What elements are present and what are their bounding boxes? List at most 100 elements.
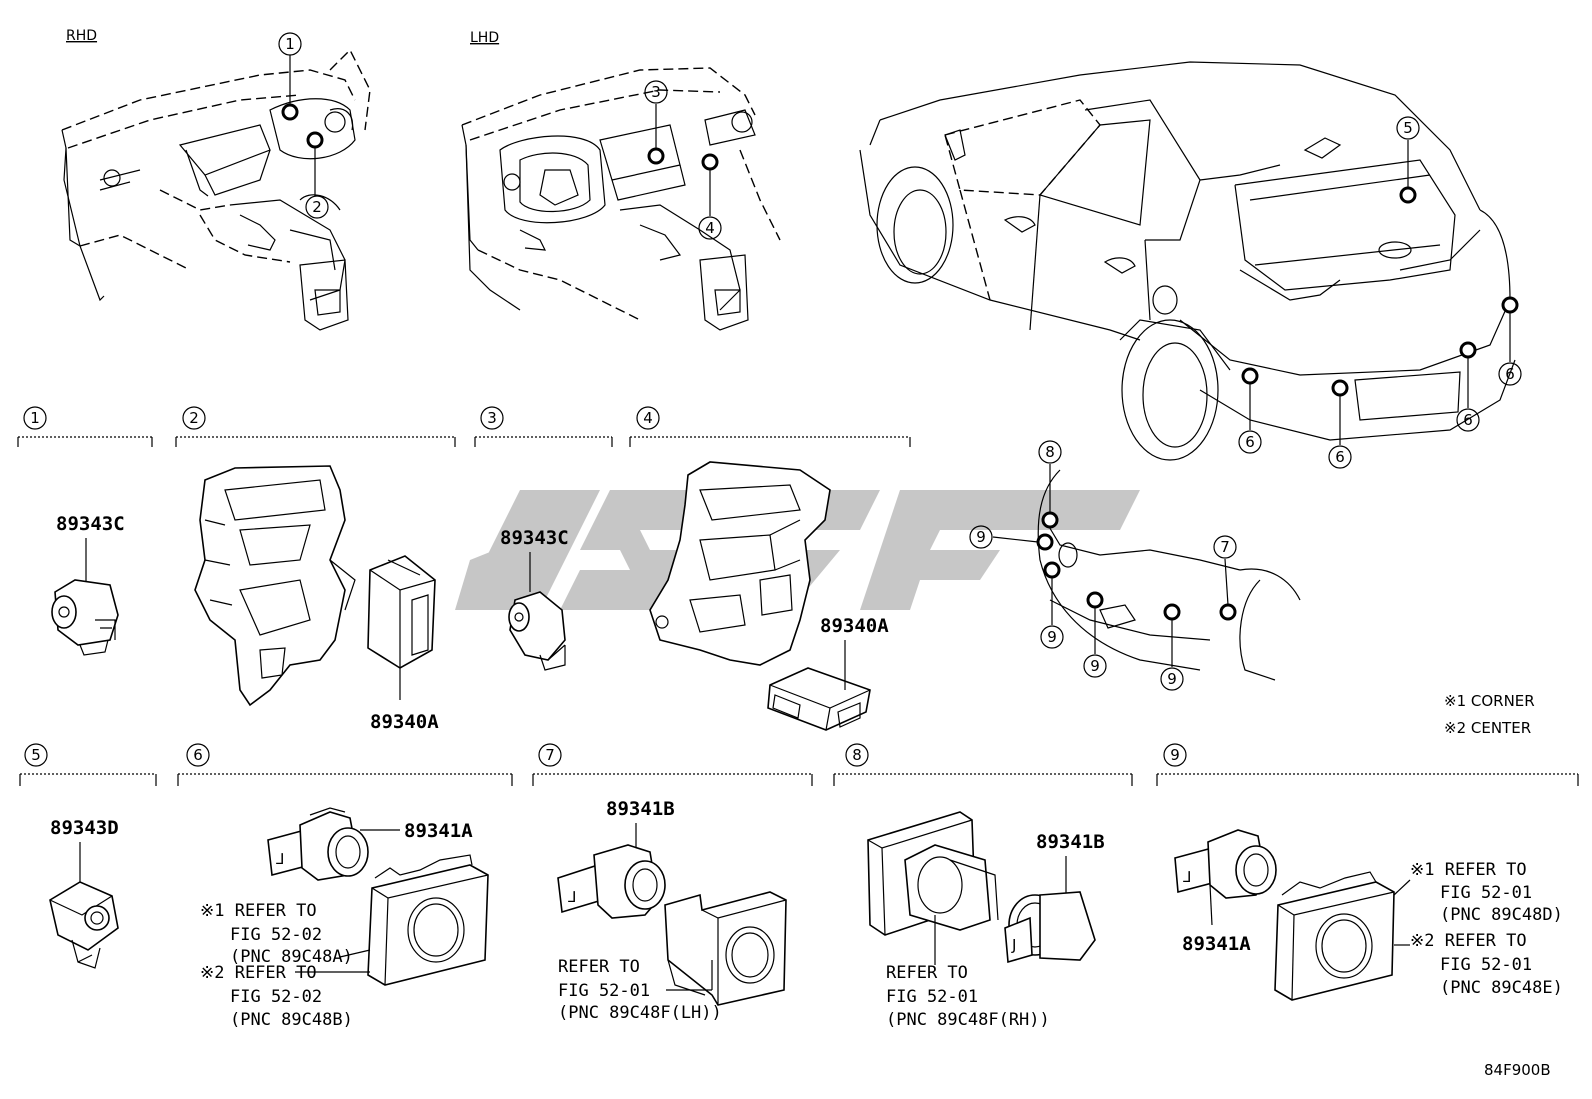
section-7-part-number: 89341B: [606, 798, 675, 820]
section-1-part-number: 89343C: [56, 513, 125, 535]
svg-text:FIG 52-01: FIG 52-01: [558, 981, 650, 1001]
legend-center: ※2 CENTER: [1444, 719, 1531, 737]
section-5-bracket: 5: [19, 743, 157, 786]
svg-text:FIG 52-01: FIG 52-01: [1440, 955, 1532, 975]
svg-text:8: 8: [1045, 443, 1055, 461]
bumper-sensor-9b: [1043, 561, 1061, 579]
section-9-part-sensor: ⅃: [1174, 829, 1277, 899]
svg-text:2: 2: [189, 409, 199, 427]
rhd-dashboard-illustration: [61, 48, 371, 331]
callout-6-car-d: 6: [1498, 362, 1522, 386]
callout-9-bumper-c: 9: [1083, 654, 1107, 678]
rhd-location-2-marker: [306, 131, 324, 149]
section-9-note-1: ※1 REFER TO FIG 52-01 (PNC 89C48D): [1393, 860, 1563, 925]
section-6-part-bezel: [367, 854, 489, 986]
car-sensor-corner-right: [1501, 296, 1519, 314]
svg-text:5: 5: [1403, 119, 1413, 137]
section-2-part-module: [367, 555, 436, 669]
section-9-part-number: 89341A: [1182, 933, 1251, 955]
svg-text:⅃: ⅃: [276, 850, 284, 868]
svg-text:※2 REFER TO: ※2 REFER TO: [200, 963, 317, 983]
svg-text:8: 8: [852, 746, 862, 764]
bumper-sensor-9c: [1086, 591, 1104, 609]
svg-text:⅃: ⅃: [1183, 868, 1191, 886]
svg-text:5: 5: [31, 746, 41, 764]
callout-6-car-b: 6: [1328, 445, 1352, 469]
section-6-note-2: ※2 REFER TO FIG 52-02 (PNC 89C48B): [200, 963, 370, 1030]
section-8-bracket: 8: [833, 743, 1133, 786]
svg-text:(PNC 89C48A): (PNC 89C48A): [230, 947, 353, 967]
svg-text:REFER TO: REFER TO: [886, 963, 968, 983]
callout-5-top: 5: [1396, 116, 1420, 140]
section-4-part-number: 89340A: [820, 615, 889, 637]
svg-text:(PNC 89C48F(RH)): (PNC 89C48F(RH)): [886, 1010, 1050, 1030]
svg-text:FIG 52-02: FIG 52-02: [230, 925, 322, 945]
section-1-bracket: 1: [17, 406, 153, 447]
section-3-bracket: 3: [474, 406, 613, 447]
section-5-part-number: 89343D: [50, 817, 119, 839]
svg-text:FIG 52-01: FIG 52-01: [1440, 883, 1532, 903]
svg-text:(PNC 89C48F(LH)): (PNC 89C48F(LH)): [558, 1003, 722, 1023]
svg-text:(PNC 89C48D): (PNC 89C48D): [1440, 905, 1563, 925]
section-9-bracket: 9: [1156, 743, 1579, 786]
legend-corner: ※1 CORNER: [1444, 692, 1535, 710]
section-3-part-sensor: [508, 591, 566, 671]
svg-text:6: 6: [1335, 448, 1345, 466]
svg-text:3: 3: [487, 409, 497, 427]
section-5-part-sensor: [49, 881, 119, 969]
section-8-note: REFER TO FIG 52-01 (PNC 89C48F(RH)): [886, 963, 1050, 1030]
section-9-part-bezel: [1274, 871, 1395, 1001]
svg-text:9: 9: [1090, 657, 1100, 675]
svg-text:※1 REFER TO: ※1 REFER TO: [1410, 860, 1527, 880]
svg-text:FIG 52-01: FIG 52-01: [886, 987, 978, 1007]
section-7-part-bezel: [664, 891, 787, 1006]
car-sensor-corner-left: [1241, 367, 1259, 385]
lhd-location-4-marker: [701, 153, 719, 171]
svg-text:6: 6: [1463, 411, 1473, 429]
rhd-header: RHD: [66, 28, 97, 44]
section-6-note-1: ※1 REFER TO FIG 52-02 (PNC 89C48A): [200, 901, 371, 967]
svg-text:REFER TO: REFER TO: [558, 957, 640, 977]
section-2-part-number: 89340A: [370, 711, 439, 733]
svg-text:9: 9: [976, 528, 986, 546]
lhd-location-3-marker: [647, 147, 665, 165]
svg-text:3: 3: [651, 83, 661, 101]
section-6-part-number: 89341A: [404, 820, 473, 842]
section-7-bracket: 7: [532, 743, 813, 786]
section-1-part-sensor: [51, 579, 119, 656]
callout-8-bumper: 8: [1038, 440, 1062, 464]
callout-3-top: 3: [644, 80, 668, 104]
callout-9-bumper-d: 9: [1160, 667, 1184, 691]
section-2-bracket: 2: [175, 406, 456, 447]
svg-text:J: J: [1011, 936, 1016, 954]
section-8-part-sensor: J: [1004, 891, 1096, 964]
section-8-part-number: 89341B: [1036, 831, 1105, 853]
car-sensor-center-left: [1331, 379, 1349, 397]
bumper-sensor-8: [1041, 511, 1059, 529]
rhd-location-1-marker: [281, 103, 299, 121]
svg-text:6: 6: [193, 746, 203, 764]
bumper-sensor-7: [1219, 603, 1237, 621]
svg-text:7: 7: [545, 746, 555, 764]
car-rear-illustration: [859, 61, 1519, 461]
section-9-note-2: ※2 REFER TO FIG 52-01 (PNC 89C48E): [1394, 931, 1563, 998]
svg-text:1: 1: [285, 35, 295, 53]
callout-9-bumper-a: 9: [969, 525, 993, 549]
section-2-part-bracket: [194, 465, 356, 707]
figure-code: 84F900B: [1484, 1061, 1551, 1079]
section-6-bracket: 6: [177, 743, 513, 786]
callout-6-car-a: 6: [1238, 430, 1262, 454]
svg-text:(PNC 89C48E): (PNC 89C48E): [1440, 978, 1563, 998]
svg-text:9: 9: [1047, 628, 1057, 646]
svg-text:FIG 52-02: FIG 52-02: [230, 987, 322, 1007]
svg-text:2: 2: [312, 198, 322, 216]
callout-4-top: 4: [698, 216, 722, 240]
front-bumper-illustration: [992, 464, 1301, 681]
car-sensor-center-right: [1459, 341, 1477, 359]
svg-text:1: 1: [30, 409, 40, 427]
svg-text:※2 REFER TO: ※2 REFER TO: [1410, 931, 1527, 951]
section-7-part-sensor: ⅃: [557, 844, 666, 919]
bumper-sensor-9a: [1036, 533, 1054, 551]
svg-text:7: 7: [1220, 538, 1230, 556]
